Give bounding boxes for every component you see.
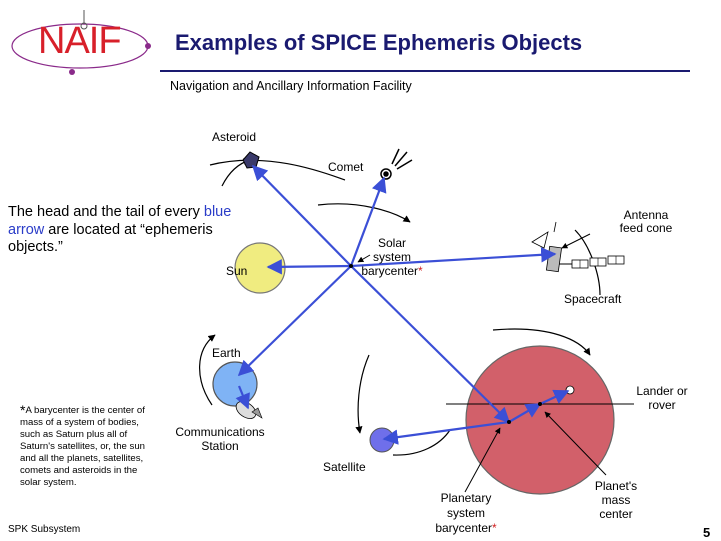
label-lander-or-rover: Lander or rover <box>636 384 688 412</box>
comet-icon <box>380 148 413 180</box>
label-sun: Sun <box>226 264 248 278</box>
naif-logo-graphic <box>11 10 151 75</box>
naif-logo: NAIF <box>38 20 122 62</box>
barycenter-footnote: *A barycenter is the center of mass of a… <box>20 402 146 488</box>
label-planetary-system-barycenter: Planetary system barycenter* <box>435 491 497 535</box>
page-title: Examples of SPICE Ephemeris Objects <box>175 30 583 55</box>
label-communications-station: Communications Station <box>175 425 265 453</box>
intro-text: The head and the tail of every blue arro… <box>8 204 232 255</box>
label-asteroid: Asteroid <box>212 130 257 144</box>
label-antenna-feed-cone: Antenna feed cone <box>619 208 673 235</box>
asteroid-icon <box>242 151 260 169</box>
spacecraft-icon <box>531 221 625 273</box>
ssb-dot <box>349 264 353 268</box>
planet-mass-center-dot <box>538 402 542 406</box>
label-earth: Earth <box>212 346 241 360</box>
satellite-body <box>369 427 395 453</box>
orbit-arcs <box>199 158 601 456</box>
label-solar-system-barycenter: Solar system barycenter* <box>361 236 423 278</box>
blue-arrow-highlight: blue arrow <box>8 204 232 238</box>
label-spacecraft: Spacecraft <box>564 292 622 306</box>
label-comet: Comet <box>328 160 364 174</box>
leader-lines <box>357 233 607 493</box>
rover-icon <box>565 385 575 395</box>
page-subtitle: Navigation and Ancillary Information Fac… <box>170 79 412 93</box>
ephemeris-vectors <box>235 164 570 445</box>
label-satellite: Satellite <box>323 460 366 474</box>
planetary-barycenter-dot <box>507 420 511 424</box>
planet-body <box>465 345 615 495</box>
footer-subsystem: SPK Subsystem <box>8 524 81 535</box>
label-planet-mass-center: Planet's mass center <box>594 479 638 521</box>
earth-body <box>212 361 258 407</box>
sun-body <box>234 242 286 294</box>
page-number: 5 <box>703 525 711 540</box>
